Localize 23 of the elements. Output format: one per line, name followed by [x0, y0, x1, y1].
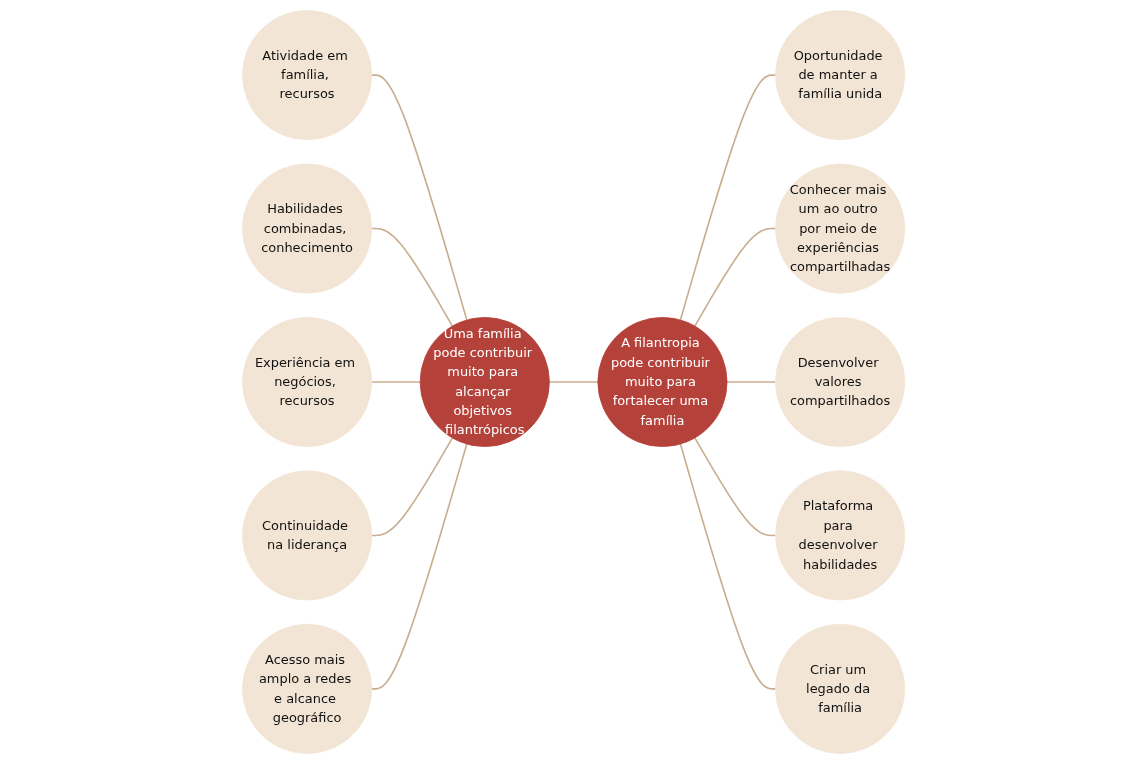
- node-circle: Habilidades combinadas, conhecimento: [242, 163, 373, 294]
- connector: [371, 437, 454, 537]
- node-circle: Plataforma para desenvolver habilidades: [775, 470, 906, 601]
- connector: [680, 443, 777, 690]
- connector: [680, 74, 777, 321]
- node-circle: A filantropia pode contribuir muito para fortalecer uma família: [597, 316, 728, 447]
- connector: [371, 74, 468, 321]
- node-circle: Oportunidade de manter a família unida: [775, 10, 906, 141]
- connector: [694, 437, 777, 537]
- node-circle: Atividade em família, recursos: [242, 10, 373, 141]
- node-circle: Acesso mais amplo a redes e alcance geográfico: [242, 623, 373, 754]
- connector: [371, 381, 422, 383]
- connector: [548, 381, 600, 383]
- node-circle: Uma família pode contribuir muito para alcançar objetivos filantrópicos: [420, 316, 551, 447]
- node-circle: Criar um legado da família: [775, 623, 906, 754]
- connector: [371, 443, 468, 690]
- node-circle: Experiência em negócios, recursos: [242, 316, 373, 447]
- connector: [371, 227, 454, 327]
- connector: [694, 227, 777, 327]
- node-circle: Desenvolver valores compartilhados: [775, 316, 906, 447]
- node-circle: Continuidade na liderança: [242, 470, 373, 601]
- connector: [726, 381, 777, 383]
- node-circle: Conhecer mais um ao outro por meio de experiências compartilhadas: [775, 163, 906, 294]
